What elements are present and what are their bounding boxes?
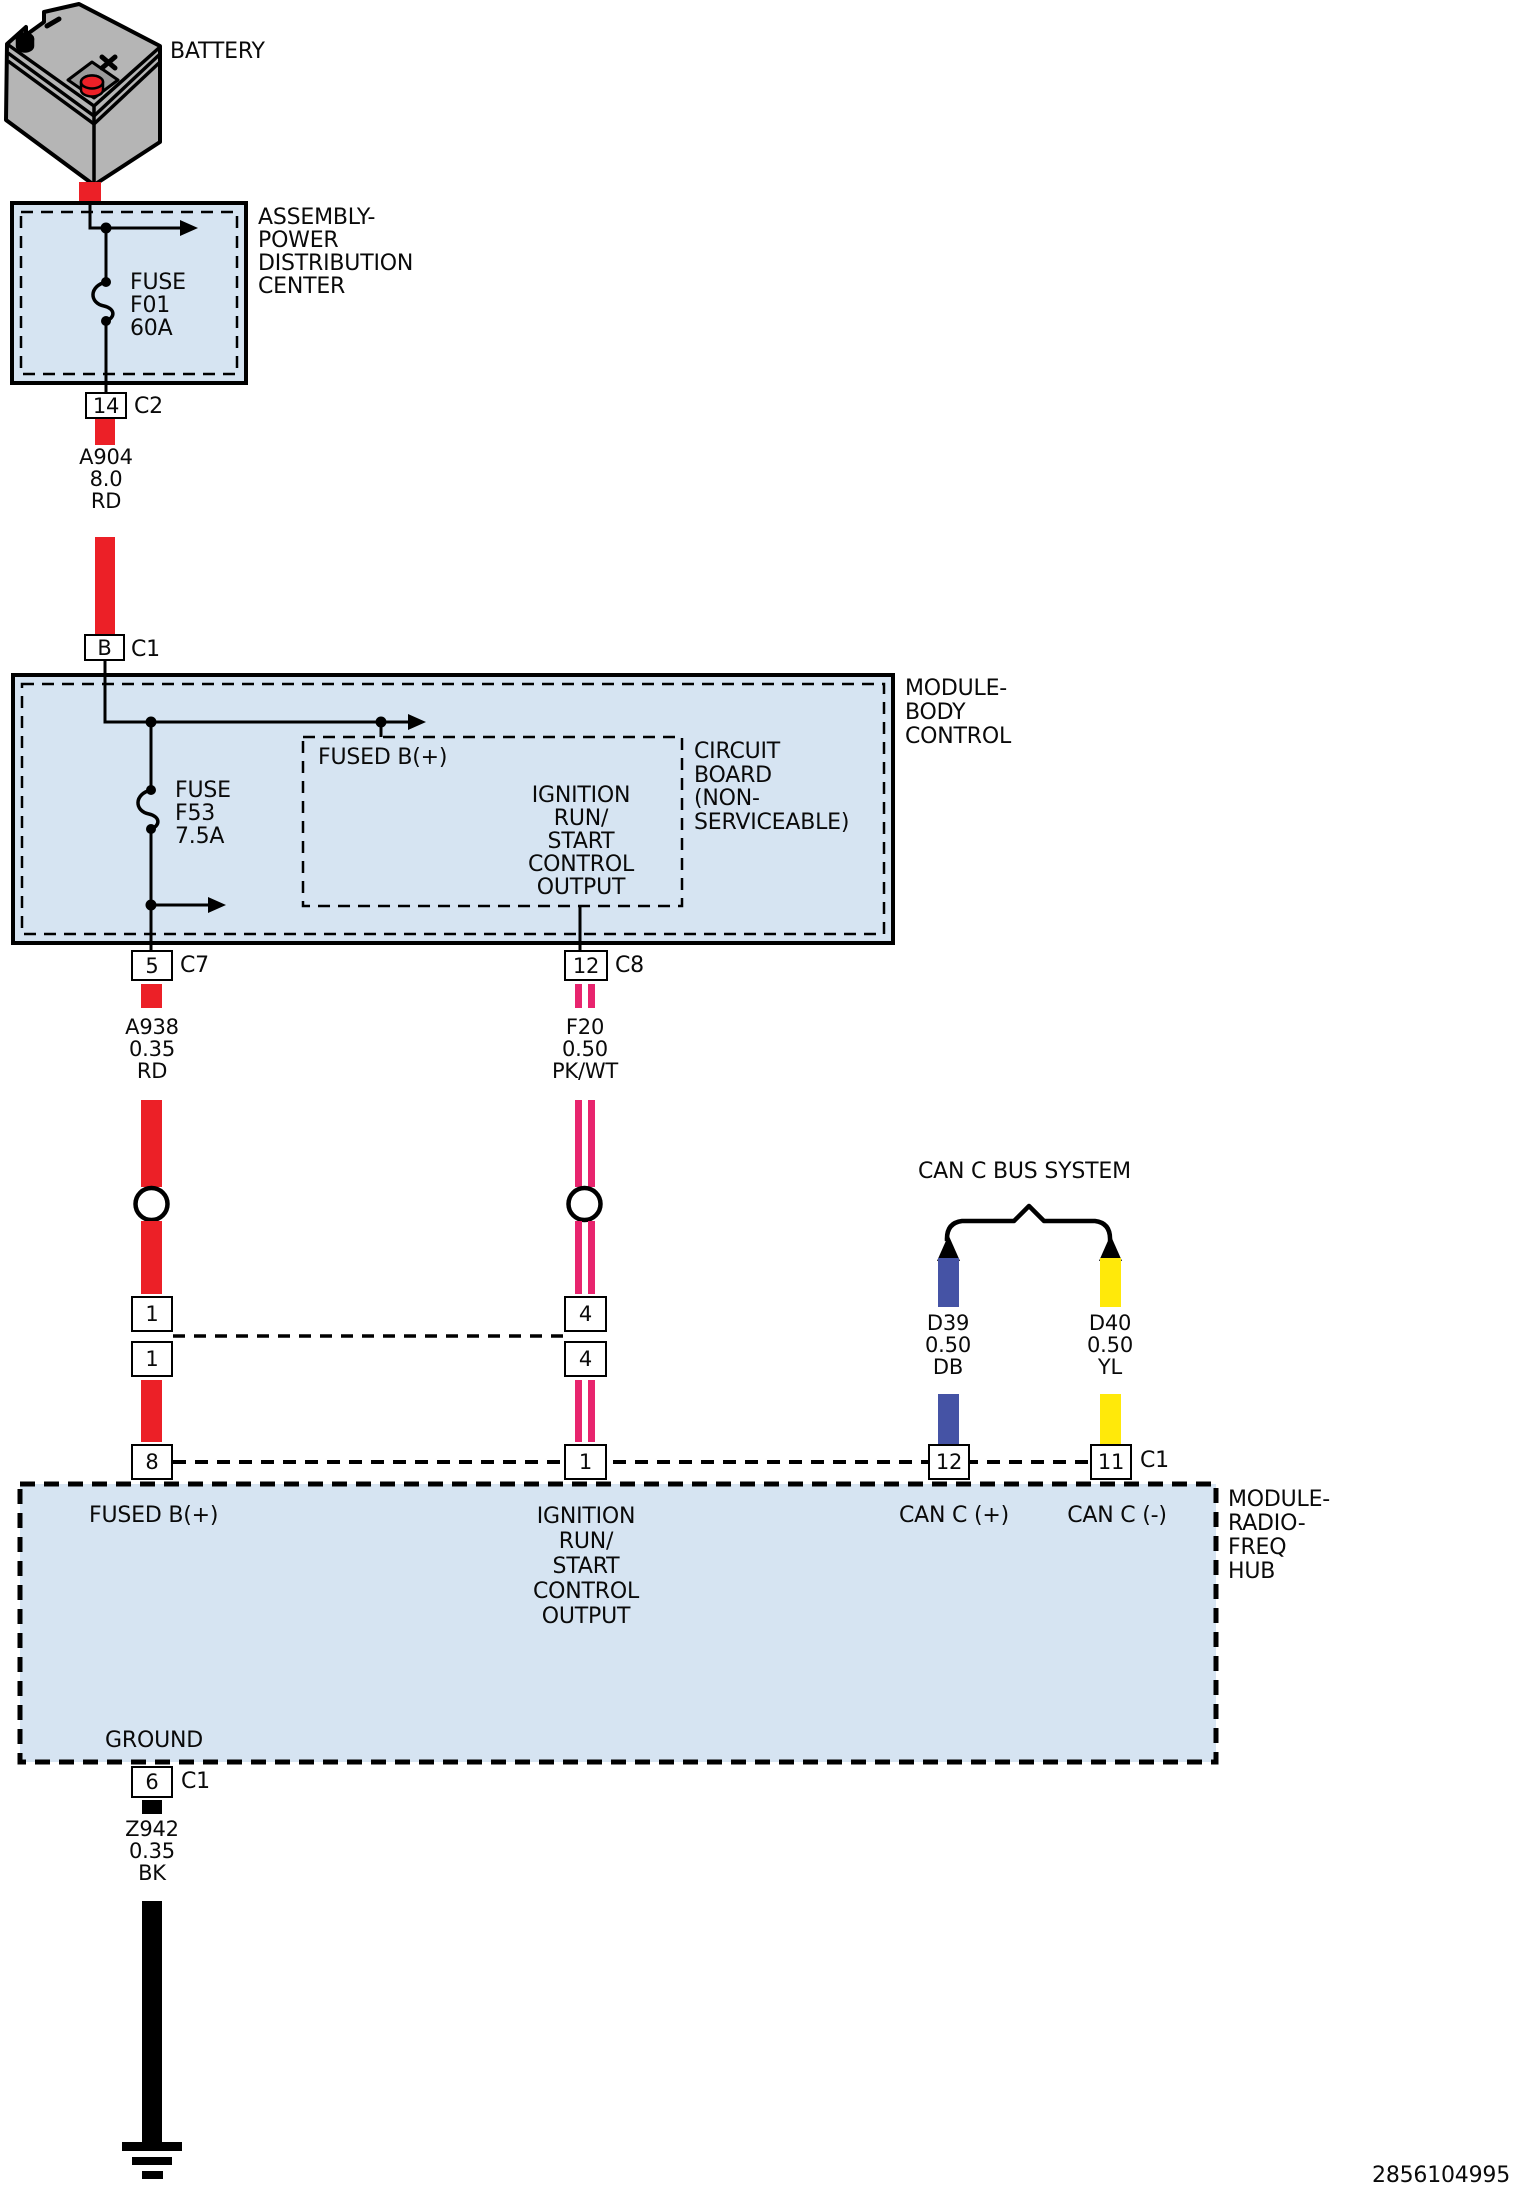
- connector-label-c7: C7: [180, 953, 209, 978]
- pdc-inner-border: [19, 210, 239, 376]
- wire-a904-label: A904 8.0 RD: [79, 445, 133, 513]
- wire-f20: [588, 1380, 595, 1442]
- wire-d39-label: D39 0.50 DB: [925, 1311, 971, 1379]
- bcm-inner-border: [20, 682, 886, 936]
- bcm-title: MODULE- BODY CONTROL: [905, 676, 1012, 749]
- inline-connector-symbol-left: [133, 1185, 170, 1223]
- wire-a938: [141, 1100, 162, 1187]
- wire-f20: [588, 1100, 595, 1187]
- hub-connector-pin-11: 11: [1090, 1444, 1132, 1480]
- hub-can-plus-label: CAN C (+): [898, 1503, 1010, 1528]
- ground-symbol: [122, 2142, 182, 2179]
- connector-pin-12-c8: 12: [564, 950, 608, 981]
- can-bus-title: CAN C BUS SYSTEM: [918, 1159, 1131, 1184]
- wire-a938: [141, 1221, 162, 1294]
- wire-a938-label: A938 0.35 RD: [125, 1015, 179, 1083]
- inline-connector-symbol-right: [566, 1185, 603, 1223]
- hub-title: MODULE- RADIO- FREQ HUB: [1228, 1487, 1331, 1584]
- connector-label-c8: C8: [615, 953, 644, 978]
- wire-a938: [141, 984, 162, 1008]
- wire-a904: [95, 419, 115, 445]
- pdc-box: [10, 201, 248, 385]
- wire-z942-label: Z942 0.35 BK: [125, 1817, 179, 1885]
- connector-pin-14: 14: [85, 392, 127, 419]
- part-number: 2856104995: [1372, 2163, 1510, 2188]
- bcm-fuse-branch-arrow: [208, 897, 226, 913]
- inline-connector-pin-1-lower: 1: [131, 1341, 173, 1377]
- connector-label-c2: C2: [134, 394, 163, 419]
- wire-f20: [575, 1100, 582, 1187]
- connector-label-c1-hub: C1: [1140, 1448, 1169, 1473]
- hub-connector-pin-12: 12: [928, 1444, 970, 1480]
- can-bus-bracket: [944, 1203, 1113, 1242]
- bcm-ignition-output-label: IGNITION RUN/ START CONTROL OUTPUT: [527, 783, 635, 900]
- wire-f20: [588, 984, 595, 1008]
- battery-negative-mark: [44, 16, 62, 29]
- connector-label-c1-bcm: C1: [131, 637, 160, 662]
- connector-label-c1-ground: C1: [181, 1769, 210, 1794]
- inline-connector-pin-1-upper: 1: [131, 1296, 173, 1332]
- bcm-feed-arrow: [408, 714, 426, 730]
- can-bus-arrow-left: [937, 1235, 960, 1261]
- wire-d39: [938, 1394, 959, 1444]
- inline-connector-pin-4-upper: 4: [564, 1296, 607, 1332]
- pdc-title: ASSEMBLY- POWER DISTRIBUTION CENTER: [258, 205, 414, 299]
- hub-can-minus-label: CAN C (-): [1067, 1503, 1167, 1528]
- hub-connector-pin-8: 8: [131, 1444, 173, 1480]
- wire-z942: [142, 1901, 162, 2144]
- connector-pin-6: 6: [131, 1766, 173, 1798]
- bcm-fused-b-label: FUSED B(+): [318, 745, 448, 770]
- wire-f20-label: F20 0.50 PK/WT: [551, 1015, 619, 1083]
- wire-d40: [1100, 1258, 1121, 1307]
- hub-box: [17, 1481, 1219, 1765]
- battery-icon: [4, 2, 162, 187]
- hub-ignition-output-label: IGNITION RUN/ START CONTROL OUTPUT: [532, 1504, 640, 1629]
- wire-a904: [95, 537, 115, 635]
- bcm-box: [11, 673, 895, 945]
- hub-fused-b-label: FUSED B(+): [89, 1503, 219, 1528]
- inline-connector-pin-4-lower: 4: [564, 1341, 607, 1377]
- wire-z942: [142, 1800, 162, 1814]
- connector-pin-5: 5: [131, 950, 173, 981]
- wire-f20: [575, 1380, 582, 1442]
- circuit-board-label: CIRCUIT BOARD (NON- SERVICEABLE): [694, 739, 850, 835]
- wire-f20: [588, 1221, 595, 1294]
- fuse-f01-label: FUSE F01 60A: [130, 270, 186, 341]
- pdc-feed-arrow: [180, 220, 198, 236]
- hub-connector-pin-1: 1: [564, 1444, 607, 1480]
- battery-label: BATTERY: [170, 39, 265, 64]
- battery-terminal-wire: [79, 182, 101, 204]
- wire-d40-label: D40 0.50 YL: [1087, 1311, 1133, 1379]
- can-bus-arrow-right: [1099, 1235, 1122, 1261]
- wire-a938: [141, 1380, 162, 1442]
- fuse-f53-symbol: [136, 788, 160, 831]
- circuit-board-box: [301, 735, 684, 908]
- battery-positive-x-mark: [99, 54, 118, 71]
- fuse-f53-label: FUSE F53 7.5A: [175, 778, 231, 849]
- wire-f20: [575, 1221, 582, 1294]
- connector-pin-b: B: [84, 634, 125, 661]
- wire-f20: [575, 984, 582, 1008]
- wire-d39: [938, 1258, 959, 1307]
- fuse-f01-symbol: [91, 280, 115, 323]
- hub-ground-label: GROUND: [105, 1728, 203, 1753]
- wire-d40: [1100, 1394, 1121, 1444]
